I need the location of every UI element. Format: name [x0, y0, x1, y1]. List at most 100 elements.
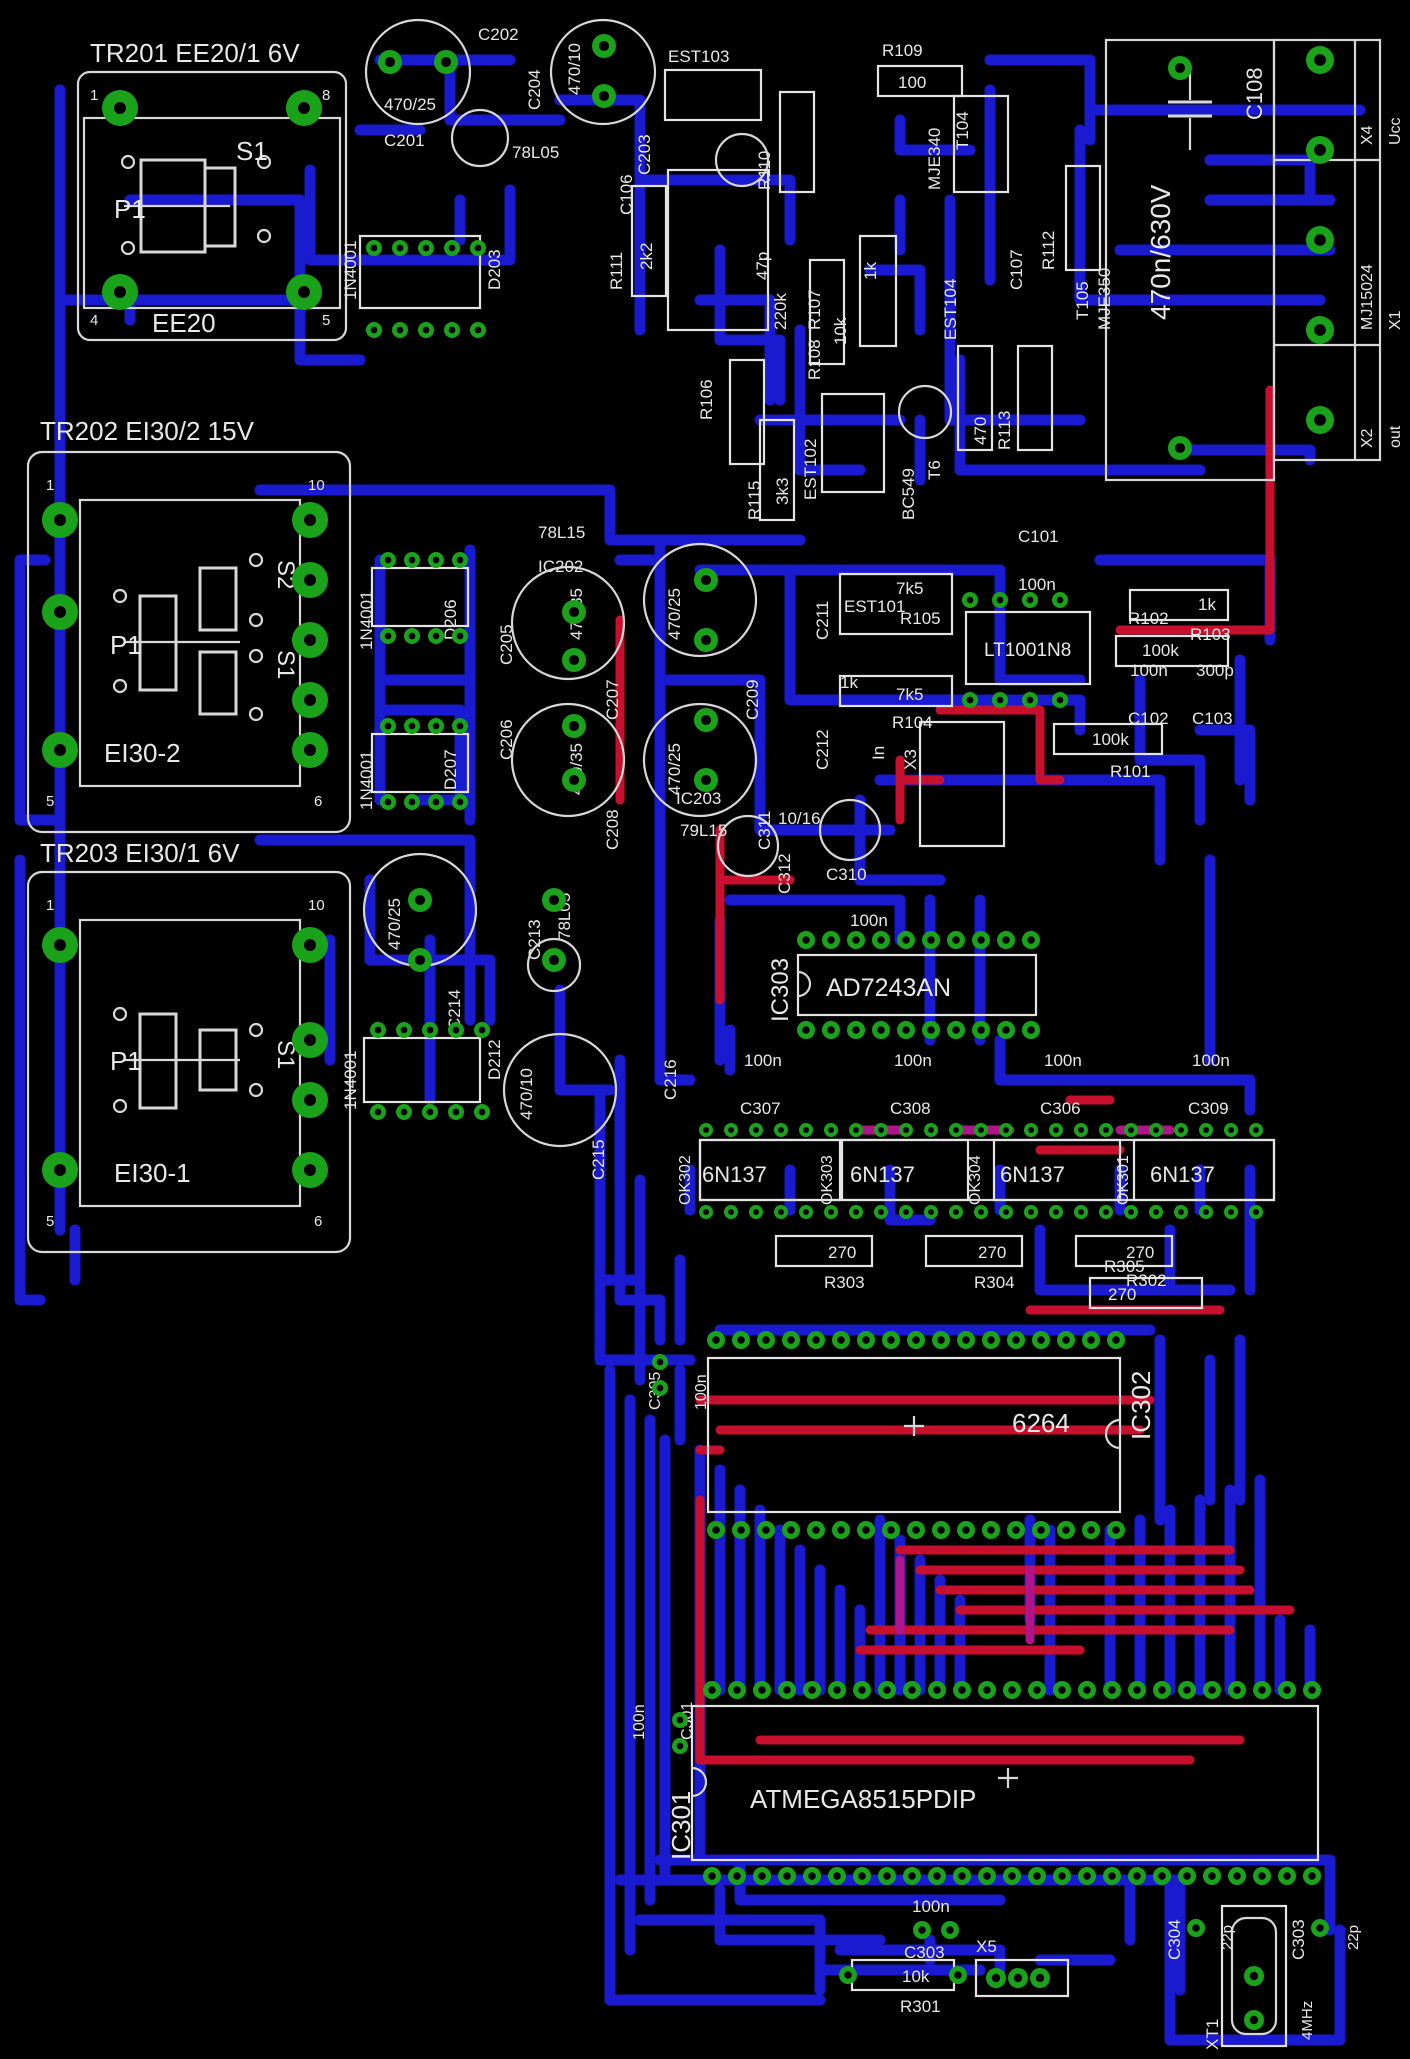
- tr201-title: TR201 EE20/1 6V: [90, 38, 300, 68]
- pad-hole: [1026, 696, 1034, 704]
- pad-hole: [408, 556, 416, 564]
- pad-hole: [1033, 1686, 1041, 1694]
- pad-hole: [568, 774, 580, 786]
- label-100n-c102: 100n: [1130, 661, 1168, 680]
- pad-hole: [1062, 1526, 1070, 1534]
- pad-hole: [828, 1209, 834, 1215]
- pad-hole: [396, 244, 404, 252]
- pad-hole: [400, 1026, 408, 1034]
- pad-hole: [966, 596, 974, 604]
- label-1n4001-b: 1N4001: [357, 750, 376, 810]
- label-est102: EST102: [801, 439, 820, 500]
- pad-hole: [1183, 1872, 1191, 1880]
- tr203-pin5: 5: [46, 1213, 54, 1230]
- x4-label: X4: [1359, 125, 1376, 145]
- label-78l05-top: 78L05: [512, 143, 559, 162]
- pad-hole: [1053, 1209, 1059, 1215]
- c305-value: 100n: [693, 1374, 710, 1410]
- label-t6: T6: [925, 460, 944, 480]
- pad-hole: [298, 102, 310, 114]
- label-1n4001-low: 1N4001: [341, 1050, 360, 1110]
- label-in: In: [869, 746, 888, 760]
- tr201-pin4: 4: [90, 312, 98, 329]
- pad-hole: [737, 1336, 745, 1344]
- cap-c306-value: 100n: [1044, 1051, 1082, 1070]
- transformer-tr203: TR203 EI30/1 6V EI30-1 P1 S1 1 10 5 6: [26, 838, 352, 1254]
- pad-hole: [54, 744, 66, 756]
- pad-hole: [862, 1526, 870, 1534]
- pad-hole: [1112, 1526, 1120, 1534]
- pad-hole: [927, 1026, 935, 1034]
- pad-hole: [987, 1526, 995, 1534]
- pad-hole: [827, 936, 835, 944]
- pad-hole: [384, 722, 392, 730]
- pad-hole: [952, 936, 960, 944]
- label-7k5-a: 7k5: [896, 579, 923, 598]
- pad-hole: [966, 696, 974, 704]
- label-bc549: BC549: [899, 468, 918, 520]
- pad-hole: [1013, 1973, 1023, 1983]
- label-1k-r107: 1k: [861, 262, 880, 280]
- pad-hole: [422, 244, 430, 252]
- label-c216: C216: [661, 1059, 680, 1100]
- ok301-value: 6N137: [1150, 1162, 1215, 1187]
- label-r113: R113: [995, 411, 1014, 450]
- ic302-ref: IC302: [1126, 1371, 1156, 1440]
- pad-hole: [478, 1026, 486, 1034]
- x5-ref: X5: [976, 1937, 997, 1956]
- pad-hole: [762, 1526, 770, 1534]
- pad-hole: [114, 102, 126, 114]
- label-c311: C311: [755, 811, 774, 850]
- label-r108: R108: [805, 339, 824, 380]
- c301-value: 100n: [631, 1704, 648, 1740]
- tr203-title: TR203 EI30/1 6V: [40, 838, 240, 868]
- label-c213: C213: [525, 919, 544, 960]
- bottom-copper-layer: [14, 54, 1366, 2046]
- tr201-pin1: 1: [90, 87, 98, 104]
- pad-hole: [1253, 1209, 1259, 1215]
- pad-hole: [978, 1209, 984, 1215]
- label-r115: R115: [745, 481, 764, 520]
- label-1k-r102: 1k: [1198, 595, 1216, 614]
- c303b-value: 22p: [1345, 1925, 1362, 1950]
- label-470-25-low: 470/25: [385, 898, 404, 950]
- label-78l15: 78L15: [538, 523, 585, 542]
- pad-hole: [432, 556, 440, 564]
- label-ic203: IC203: [676, 789, 721, 808]
- pad-hole: [787, 1336, 795, 1344]
- pad-hole: [54, 606, 66, 618]
- pad-hole: [852, 936, 860, 944]
- pad-hole: [827, 1026, 835, 1034]
- label-d207: D207: [441, 749, 460, 790]
- pad-hole: [787, 1526, 795, 1534]
- ok302-ref: OK302: [677, 1155, 694, 1205]
- pad-hole: [1314, 234, 1326, 246]
- pad-hole: [908, 1872, 916, 1880]
- label-x3: X3: [901, 749, 920, 770]
- tr202-pin6: 6: [314, 793, 322, 810]
- label-c106: C106: [617, 174, 636, 215]
- tr203-body-label: EI30-1: [114, 1158, 191, 1188]
- pad-hole: [304, 939, 316, 951]
- pad-hole: [414, 894, 426, 906]
- label-mje350: MJE350: [1095, 268, 1114, 330]
- pad-hole: [762, 1336, 770, 1344]
- pad-hole: [374, 1026, 382, 1034]
- pad-hole: [456, 632, 464, 640]
- tr202-pin5: 5: [46, 793, 54, 810]
- label-c215: C215: [589, 1139, 608, 1180]
- pad-hole: [902, 1026, 910, 1034]
- pad-hole: [918, 1926, 926, 1934]
- label-c207: C207: [603, 679, 622, 720]
- label-7k5-b: 7k5: [896, 685, 923, 704]
- pad-hole: [978, 1127, 984, 1133]
- pad-hole: [878, 1127, 884, 1133]
- pad-hole: [1012, 1526, 1020, 1534]
- pad-hole: [384, 56, 396, 68]
- tr202-s1-label: S1: [272, 650, 299, 679]
- tr201-p-label: P1: [114, 194, 146, 224]
- pad-hole: [933, 1872, 941, 1880]
- pad-hole: [304, 514, 316, 526]
- pad-hole: [1249, 1971, 1259, 1981]
- label-r101: R101: [1110, 762, 1151, 781]
